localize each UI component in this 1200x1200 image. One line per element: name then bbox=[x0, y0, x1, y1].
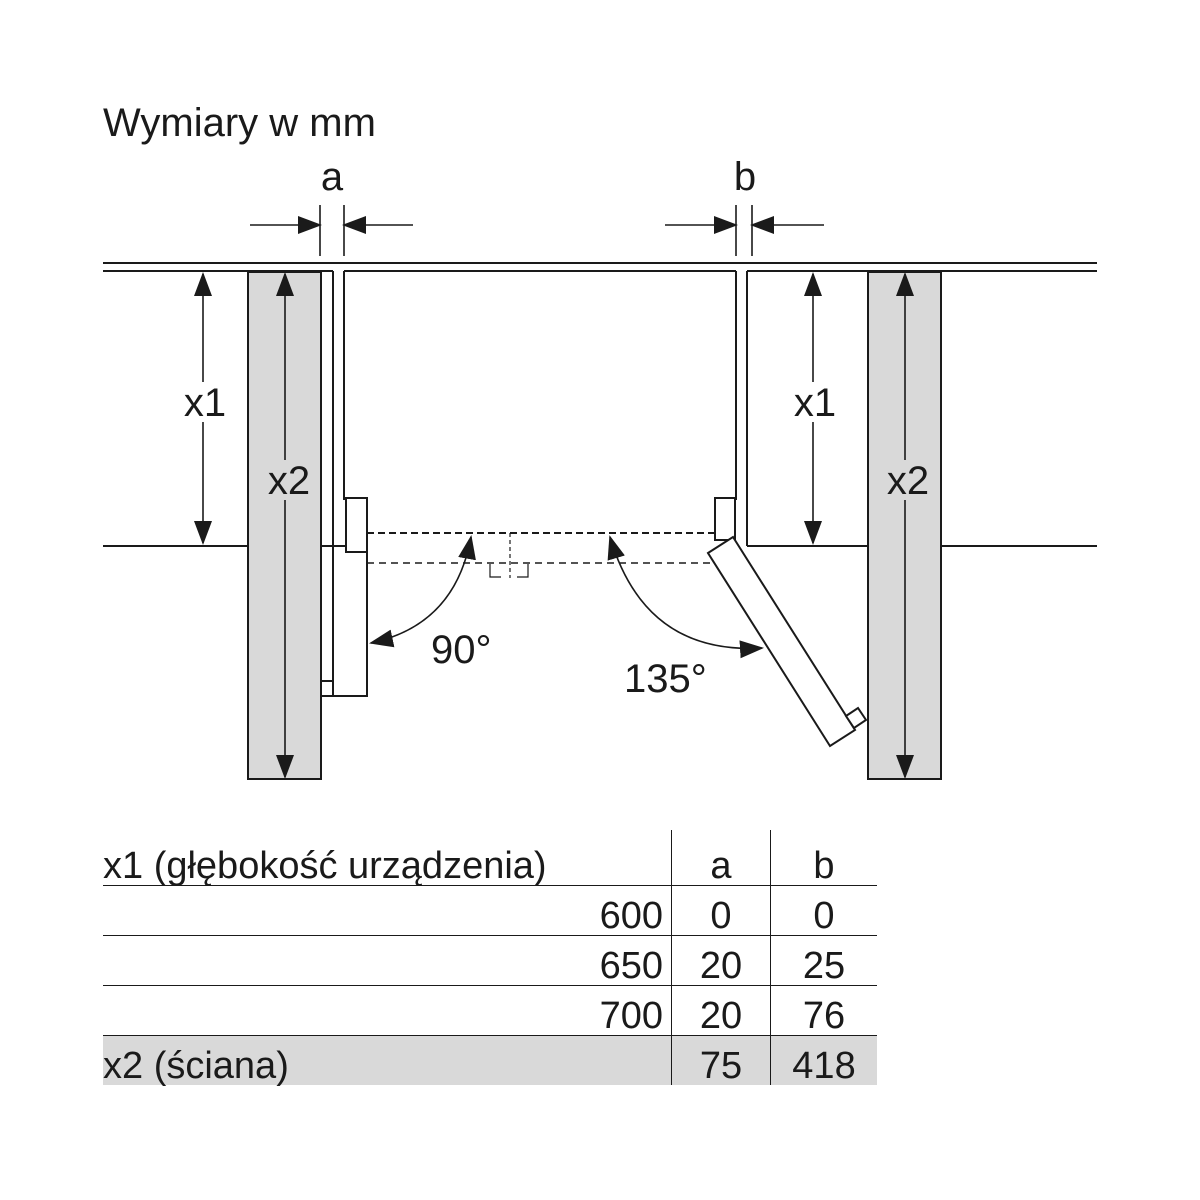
dimension-label-boxes bbox=[178, 382, 934, 500]
row-b-value: 76 bbox=[770, 985, 877, 1036]
wall-label-x2-left: x2 bbox=[268, 459, 310, 503]
row-b-value: 0 bbox=[770, 885, 877, 936]
table-row-wall: x2 (ściana) 75 418 bbox=[103, 1035, 877, 1085]
wall-row-a-value: 75 bbox=[671, 1035, 771, 1085]
depth-label-x1-right: x1 bbox=[794, 381, 836, 425]
row-depth-value: 700 bbox=[103, 985, 672, 1036]
door-left-open-90 bbox=[320, 497, 368, 697]
gap-label-a: a bbox=[321, 155, 344, 199]
row-b-value: 25 bbox=[770, 935, 877, 986]
angle-label-90: 90° bbox=[431, 628, 492, 672]
depth-label-x1-left: x1 bbox=[184, 381, 226, 425]
table-header-row: x1 (głębokość urządzenia) a b bbox=[103, 830, 877, 886]
wall-row-label: x2 (ściana) bbox=[103, 1035, 672, 1085]
row-a-value: 20 bbox=[671, 935, 771, 986]
table-header-b: b bbox=[770, 830, 877, 886]
wall-label-x2-right: x2 bbox=[887, 459, 929, 503]
row-a-value: 0 bbox=[671, 885, 771, 936]
page-title: Wymiary w mm bbox=[103, 101, 376, 145]
table-row: 700 20 76 bbox=[103, 985, 877, 1036]
table-row: 650 20 25 bbox=[103, 935, 877, 986]
installation-diagram: a b x1 x2 x1 x2 90° 135° bbox=[103, 155, 1097, 780]
angle-label-135: 135° bbox=[624, 657, 707, 701]
wall-row-b-value: 418 bbox=[770, 1035, 877, 1085]
gap-dimensions bbox=[250, 205, 824, 256]
dimension-table: x1 (głębokość urządzenia) a b 600 0 0 65… bbox=[103, 830, 877, 1085]
row-a-value: 20 bbox=[671, 985, 771, 1036]
appliance-front bbox=[367, 532, 717, 578]
table-header-label: x1 (głębokość urządzenia) bbox=[103, 845, 547, 887]
gap-label-b: b bbox=[734, 155, 756, 199]
row-depth-value: 600 bbox=[103, 885, 672, 936]
row-depth-value: 650 bbox=[103, 935, 672, 986]
door-right-open-135 bbox=[706, 497, 868, 748]
table-row: 600 0 0 bbox=[103, 885, 877, 936]
table-header-a: a bbox=[671, 830, 771, 886]
angle-arcs bbox=[369, 535, 764, 659]
